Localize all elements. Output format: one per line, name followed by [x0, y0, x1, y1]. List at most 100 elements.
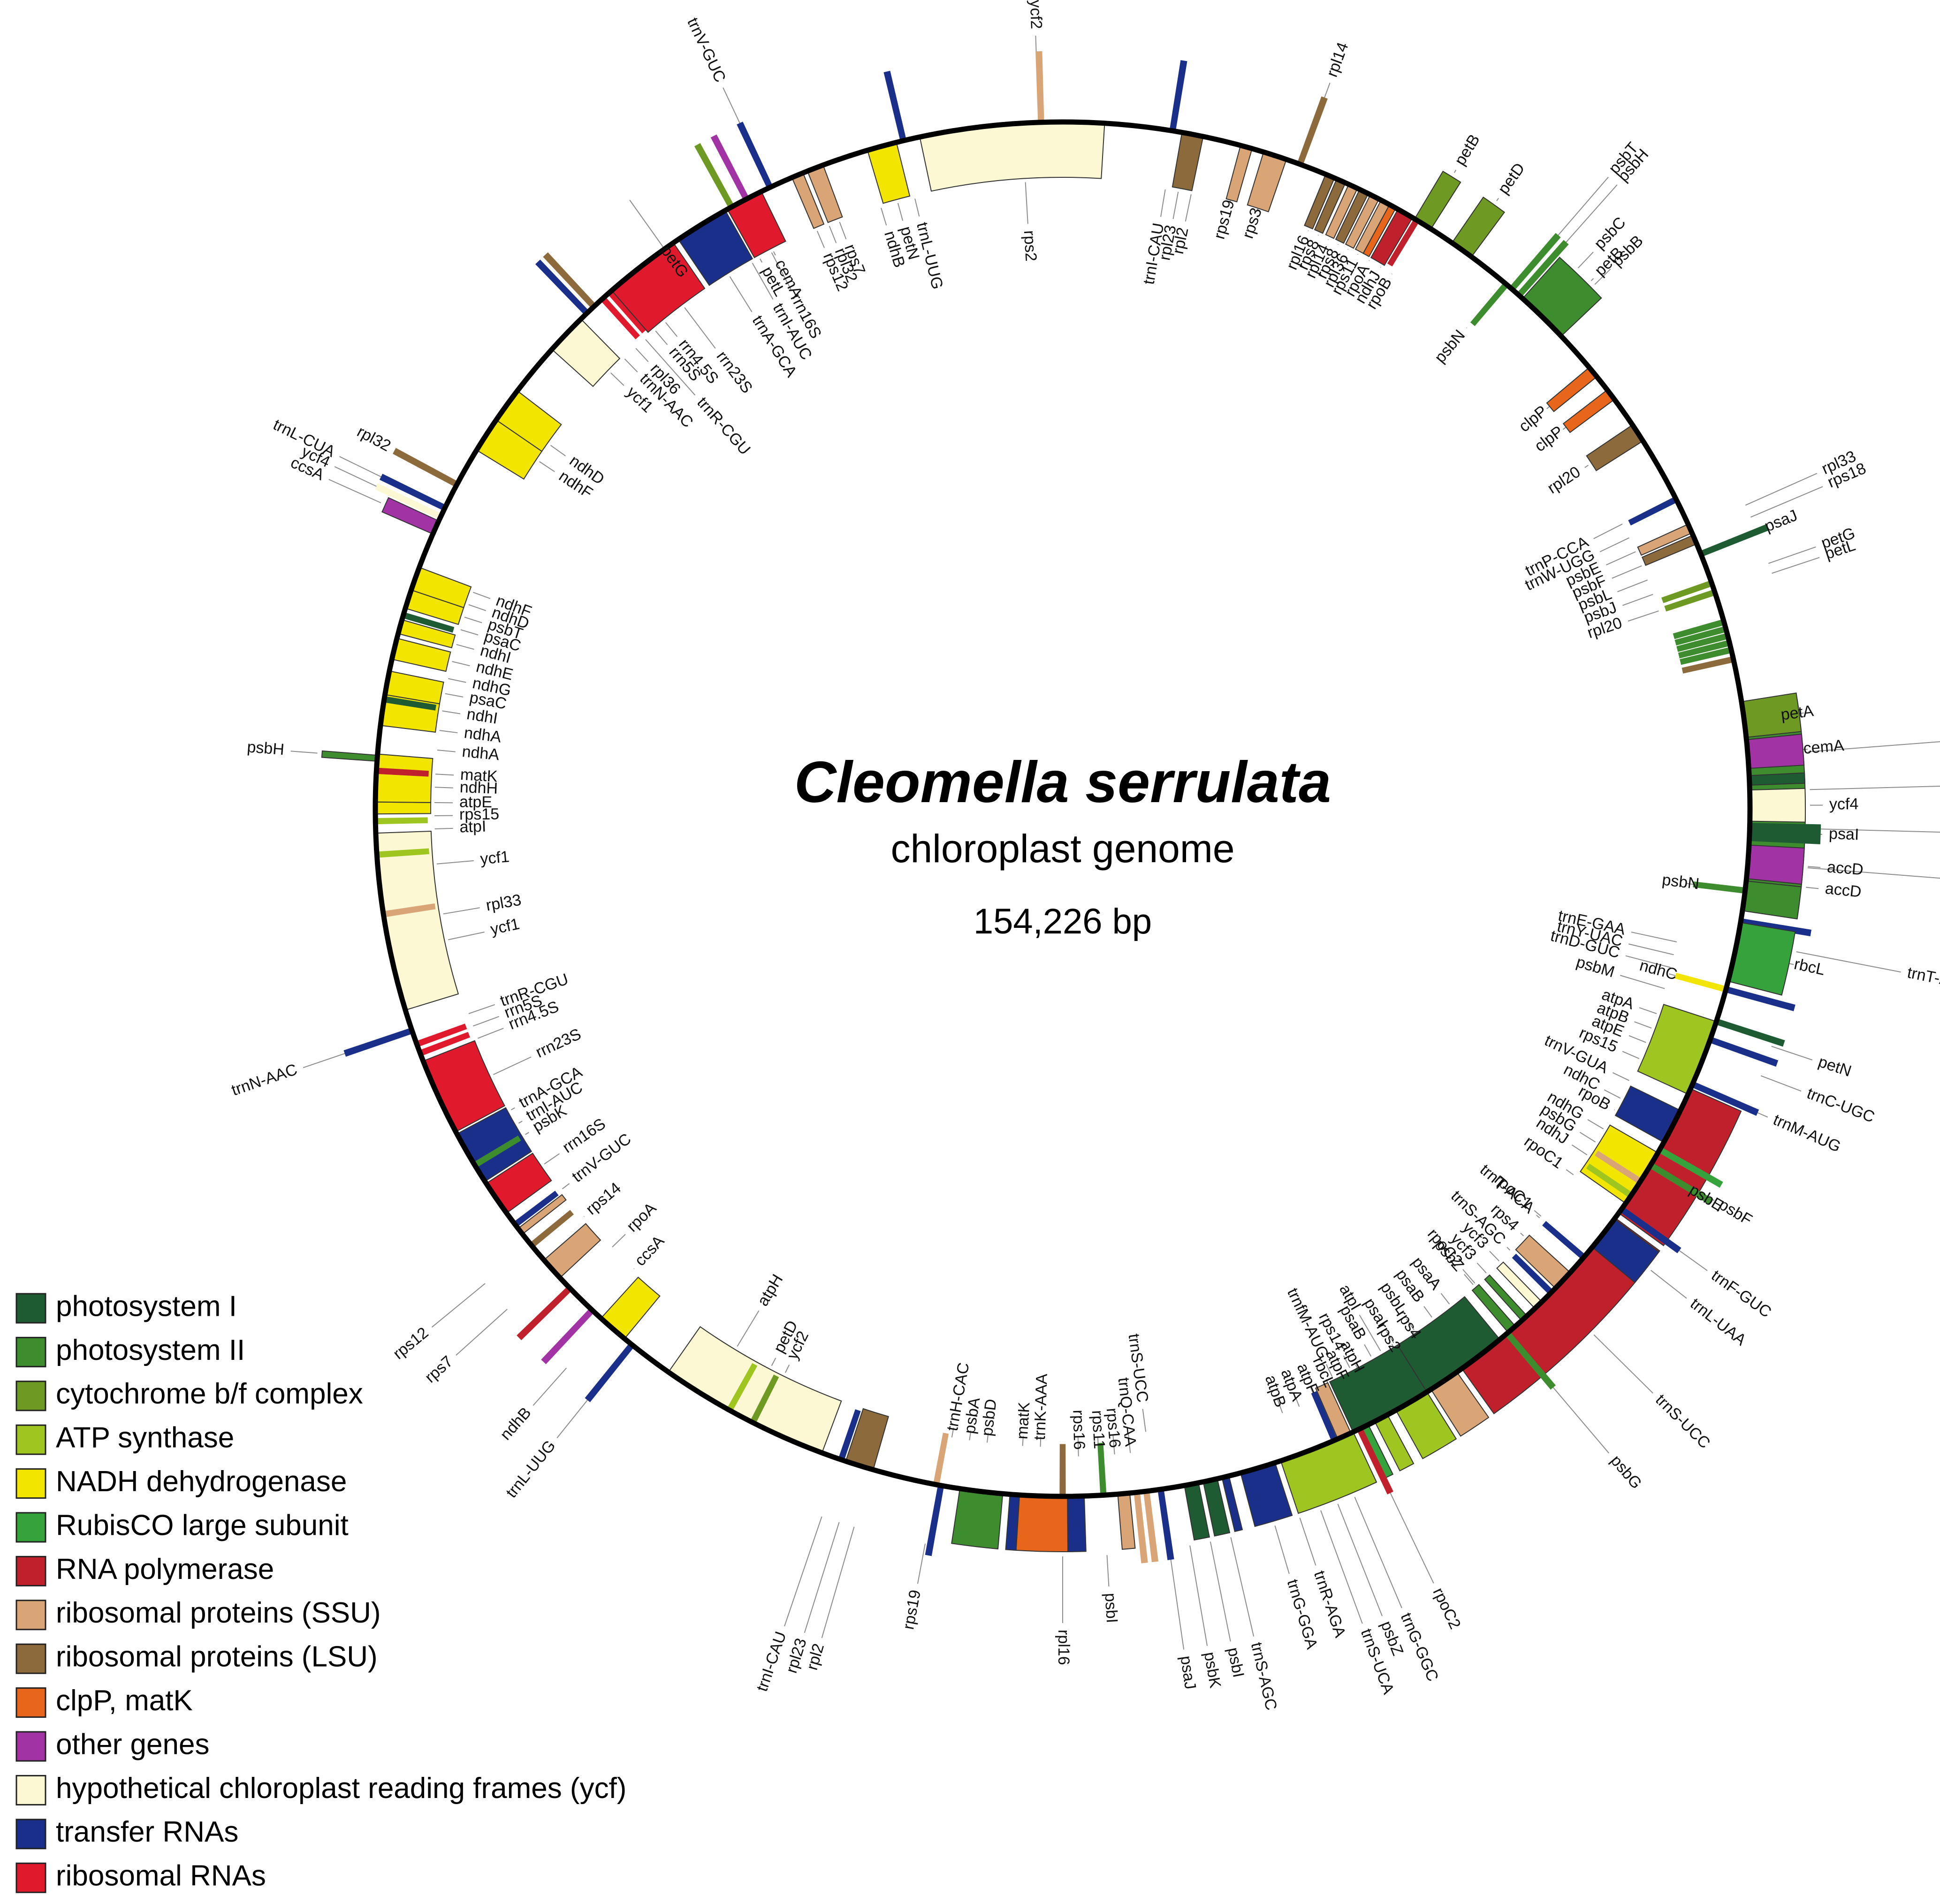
- gene-label: trnS-UCC: [1652, 1391, 1713, 1452]
- leader-line: [1771, 1046, 1813, 1061]
- gene-block-ndh: [375, 753, 434, 803]
- leader-line: [1354, 1496, 1402, 1608]
- leader-line: [1571, 1144, 1588, 1155]
- gene-label: rpl16: [1055, 1630, 1073, 1665]
- leader-line: [1584, 464, 1589, 468]
- gene-label: rpl33: [485, 891, 523, 914]
- leader-line: [437, 749, 456, 752]
- leader-line: [1386, 1331, 1394, 1343]
- leader-line: [1634, 1021, 1652, 1029]
- gene-block-ycf: [551, 318, 621, 387]
- leader-line: [1594, 268, 1611, 285]
- leader-line: [1617, 579, 1648, 592]
- leader-line: [1210, 1541, 1231, 1642]
- leader-line: [460, 629, 479, 636]
- leader-line: [464, 616, 482, 623]
- gene-label: psaI: [1829, 825, 1859, 843]
- gene-label: accD: [1824, 880, 1862, 901]
- leader-line: [1631, 932, 1677, 942]
- gene-label: rpoA: [623, 1199, 660, 1236]
- leader-line: [1277, 1399, 1283, 1413]
- legend-label-trna: transfer RNAs: [56, 1816, 238, 1848]
- gene-block-trna: [1067, 1495, 1087, 1552]
- leader-line: [655, 330, 668, 345]
- gene-label: psbH: [246, 738, 285, 759]
- leader-line: [1453, 169, 1457, 173]
- gene-label: trnT-ACC: [1906, 963, 1940, 994]
- legend-label-clp: clpP, matK: [56, 1684, 193, 1717]
- gene-block-lsu: [1297, 96, 1328, 166]
- legend-swatch-ycf: [15, 1775, 46, 1805]
- leader-line: [610, 372, 624, 386]
- leader-line: [729, 276, 753, 312]
- gene-block-clp: [1015, 1494, 1069, 1552]
- gene-label: psbI: [1224, 1646, 1248, 1679]
- leader-line: [550, 445, 566, 456]
- gene-block-psII: [1693, 881, 1746, 894]
- gene-label: rps19: [899, 1588, 924, 1631]
- gene-block-trna: [737, 121, 773, 190]
- gene-label: ccsA: [631, 1232, 668, 1269]
- leader-line: [816, 231, 825, 248]
- leader-line: [804, 1522, 840, 1633]
- leader-line: [771, 252, 791, 290]
- leader-line: [1810, 786, 1940, 790]
- leader-line: [665, 322, 678, 337]
- leader-line: [1536, 1214, 1540, 1219]
- legend-label-cyt: cytochrome b/f complex: [56, 1378, 363, 1410]
- leader-line: [431, 1283, 486, 1328]
- gene-label: rpl32: [354, 423, 394, 455]
- leader-line: [473, 1016, 500, 1027]
- legend-swatch-lsu: [15, 1643, 46, 1674]
- leader-line: [328, 479, 381, 503]
- legend-label-psII: photosystem II: [56, 1334, 245, 1366]
- gene-block-atp: [374, 817, 428, 825]
- legend-swatch-atp: [15, 1424, 46, 1455]
- leader-line: [456, 644, 474, 650]
- gene-label: psbN: [1431, 326, 1468, 366]
- gene-block-trna: [1708, 1036, 1779, 1067]
- gene-label: psbK: [1201, 1651, 1225, 1690]
- leader-line: [1808, 867, 1940, 879]
- leader-line: [443, 907, 480, 915]
- legend-label-ssu: ribosomal proteins (SSU): [56, 1597, 381, 1629]
- leader-line: [612, 1234, 626, 1248]
- leader-line: [1806, 887, 1819, 889]
- leader-line: [773, 251, 776, 256]
- leader-line: [1359, 1314, 1381, 1351]
- leader-line: [1520, 1232, 1524, 1236]
- leader-line: [1534, 1210, 1542, 1217]
- leader-line: [1579, 1132, 1596, 1143]
- leader-line: [1320, 1510, 1363, 1624]
- gene-block-psII: [321, 750, 378, 762]
- leader-line: [510, 1107, 515, 1110]
- legend-label-psI: photosystem I: [56, 1290, 237, 1322]
- leader-line: [1622, 1051, 1640, 1059]
- leader-line: [1599, 537, 1629, 553]
- leader-line: [539, 461, 555, 472]
- gene-label: rps15: [459, 805, 499, 824]
- leader-line: [1364, 1344, 1372, 1357]
- gene-block-ycf: [375, 830, 459, 1011]
- leader-line: [914, 198, 920, 217]
- legend-swatch-rbc: [15, 1512, 46, 1543]
- gene-label: ndhH: [459, 778, 498, 797]
- gene-label: ycf4: [1829, 795, 1859, 813]
- leader-line: [1593, 523, 1623, 539]
- legend-label-atp: ATP synthase: [56, 1422, 234, 1454]
- leader-line: [434, 827, 453, 830]
- gene-blocks: [321, 51, 1821, 1563]
- gene-label: petA: [1780, 702, 1815, 724]
- gene-block-lsu: [845, 1408, 889, 1471]
- gene-block-trna: [1628, 496, 1678, 526]
- leader-line: [544, 1153, 560, 1165]
- gene-block-psII: [951, 1488, 1004, 1550]
- gene-block-ssu: [1035, 51, 1044, 123]
- gene-block-ndh: [867, 142, 911, 204]
- gene-block-psII: [1742, 880, 1802, 920]
- gene-block-trna: [585, 1342, 635, 1403]
- gene-label: psbD: [978, 1398, 1000, 1437]
- gene-block-trna: [1169, 60, 1187, 132]
- gene-block-lsu: [1059, 1444, 1066, 1497]
- gene-label: trnM-AUG: [1771, 1111, 1843, 1156]
